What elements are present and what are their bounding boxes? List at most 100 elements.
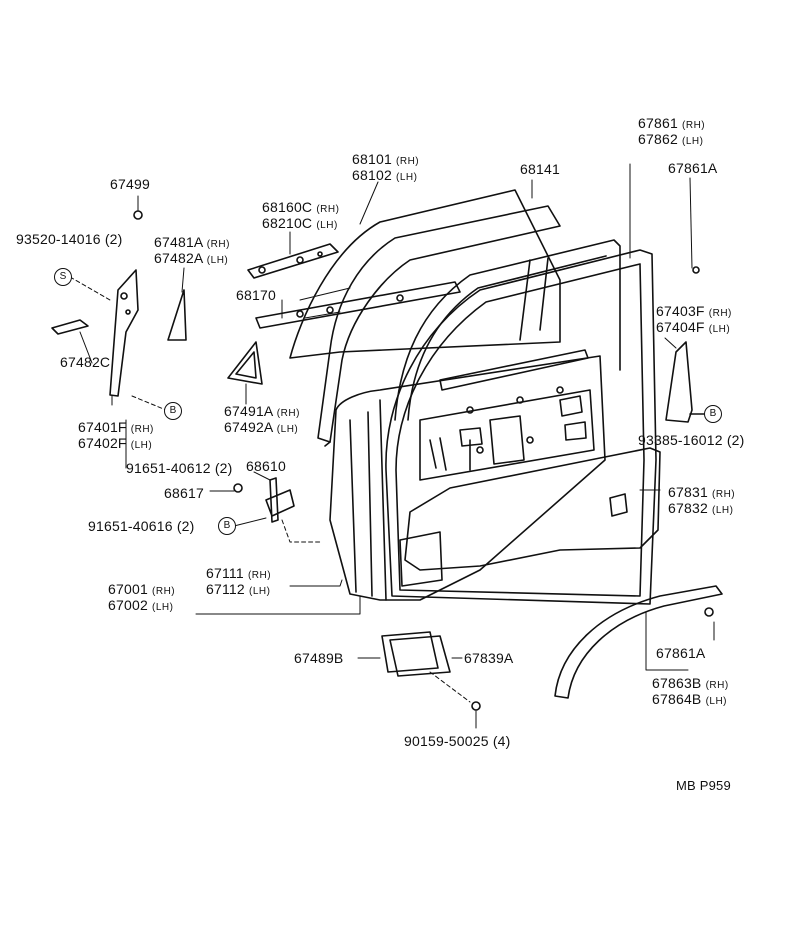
callout-67481a: 67481A (RH): [154, 235, 230, 252]
callout-67111: 67111 (RH): [206, 566, 271, 583]
side-rh: (RH): [206, 239, 230, 250]
callout-68101: 68101 (RH): [352, 152, 419, 169]
callout-67491a: 67491A (RH): [224, 404, 300, 421]
callout-67001: 67001 (RH): [108, 582, 175, 599]
callout-68160c: 68160C (RH): [262, 200, 339, 217]
door-glass: [289, 189, 561, 359]
marker-b: B: [704, 405, 722, 423]
label-67404f: 67404F: [656, 319, 705, 335]
side-lh: (LH): [705, 696, 728, 707]
partition-sash: [227, 341, 263, 385]
side-lh: (LH): [396, 172, 418, 183]
label-67861: 67861: [638, 115, 678, 131]
door-opening-weatherstrip: [554, 585, 723, 699]
door-check: [233, 477, 295, 523]
side-lh: (LH): [206, 255, 229, 266]
callout-68617: 68617: [164, 485, 204, 501]
door-trim-board: [404, 447, 661, 571]
label-67403f: 67403F: [656, 303, 705, 319]
label-67481a: 67481A: [154, 234, 203, 250]
diagram-code: MB P959: [676, 778, 731, 793]
label-67111: 67111: [206, 565, 244, 581]
service-hole-cover: [381, 631, 451, 677]
side-rh: (RH): [712, 489, 736, 500]
callout-68170: 68170: [236, 287, 276, 303]
callout-90159-50025: 90159-50025 (4): [404, 733, 511, 749]
callout-91651-40616: 91651-40616 (2): [88, 518, 195, 534]
clip-67482c: [51, 319, 89, 335]
callout-67861a-bottom: 67861A: [656, 645, 706, 661]
side-lh: (LH): [682, 136, 704, 147]
rear-lower-sash: [665, 341, 705, 423]
callout-67832: 67832 (LH): [668, 501, 733, 518]
label-67401f: 67401F: [78, 419, 127, 435]
label-67001: 67001: [108, 581, 148, 597]
side-lh: (LH): [152, 602, 174, 613]
label-67831: 67831: [668, 484, 708, 500]
callout-67482a: 67482A (LH): [154, 251, 228, 268]
clip-67861a: [692, 266, 700, 274]
side-lh: (LH): [316, 220, 338, 231]
callout-68210c: 68210C (LH): [262, 216, 338, 233]
side-rh: (RH): [396, 156, 420, 167]
side-rh: (RH): [682, 120, 706, 131]
label-67491a: 67491A: [224, 403, 273, 419]
side-lh: (LH): [249, 586, 271, 597]
door-frame: [394, 239, 621, 421]
label-68160c: 68160C: [262, 199, 313, 215]
leader-lines: [69, 163, 715, 729]
callout-67002: 67002 (LH): [108, 598, 173, 615]
callout-67863b: 67863B (RH): [652, 676, 729, 693]
label-67862: 67862: [638, 131, 678, 147]
screw-90159: [471, 701, 481, 711]
callout-67112: 67112 (LH): [206, 582, 270, 599]
callout-67861a-top: 67861A: [668, 160, 718, 176]
label-67863b: 67863B: [652, 675, 702, 691]
side-lh: (LH): [276, 424, 299, 435]
side-rh: (RH): [247, 570, 272, 581]
inner-belt-weatherstrip: [255, 281, 461, 329]
callout-67864b: 67864B (LH): [652, 692, 727, 709]
glass-run-channel: [317, 205, 561, 447]
bolt-67499: [133, 210, 143, 220]
callout-67831: 67831 (RH): [668, 485, 735, 502]
clip-67861a-lower: [704, 607, 714, 617]
label-67112: 67112: [206, 581, 245, 597]
front-corner-piece: [167, 289, 187, 341]
door-weatherstrip: [385, 249, 657, 605]
outer-belt-weatherstrip: [247, 243, 339, 279]
side-rh: (RH): [708, 308, 732, 319]
callout-67839a: 67839A: [464, 650, 514, 666]
callout-68610: 68610: [246, 458, 286, 474]
callout-93385-16012: 93385-16012 (2): [638, 432, 745, 448]
callout-67862: 67862 (LH): [638, 132, 703, 149]
callout-91651-40612: 91651-40612 (2): [126, 460, 233, 476]
door-shell: [329, 355, 606, 601]
label-67832: 67832: [668, 500, 708, 516]
label-68101: 68101: [352, 151, 392, 167]
side-lh: (LH): [130, 440, 153, 451]
side-rh: (RH): [705, 680, 729, 691]
label-68102: 68102: [352, 167, 392, 183]
label-67864b: 67864B: [652, 691, 702, 707]
side-rh: (RH): [130, 424, 154, 435]
callout-67861: 67861 (RH): [638, 116, 705, 133]
callout-67404f: 67404F (LH): [656, 320, 730, 337]
label-67002: 67002: [108, 597, 148, 613]
label-68210c: 68210C: [262, 215, 313, 231]
callout-67489b: 67489B: [294, 650, 344, 666]
marker-s: S: [54, 268, 72, 286]
callout-68102: 68102 (LH): [352, 168, 417, 185]
side-rh: (RH): [276, 408, 300, 419]
marker-b: B: [164, 402, 182, 420]
callout-67482c: 67482C: [60, 354, 111, 370]
front-lower-sash: [109, 269, 139, 397]
callout-67403f: 67403F (RH): [656, 304, 732, 321]
side-rh: (RH): [316, 204, 340, 215]
side-rh: (RH): [152, 586, 176, 597]
side-lh: (LH): [708, 324, 731, 335]
callout-68141: 68141: [520, 161, 560, 177]
callout-93520-14016: 93520-14016 (2): [16, 231, 123, 247]
callout-67401f: 67401F (RH): [78, 420, 154, 437]
